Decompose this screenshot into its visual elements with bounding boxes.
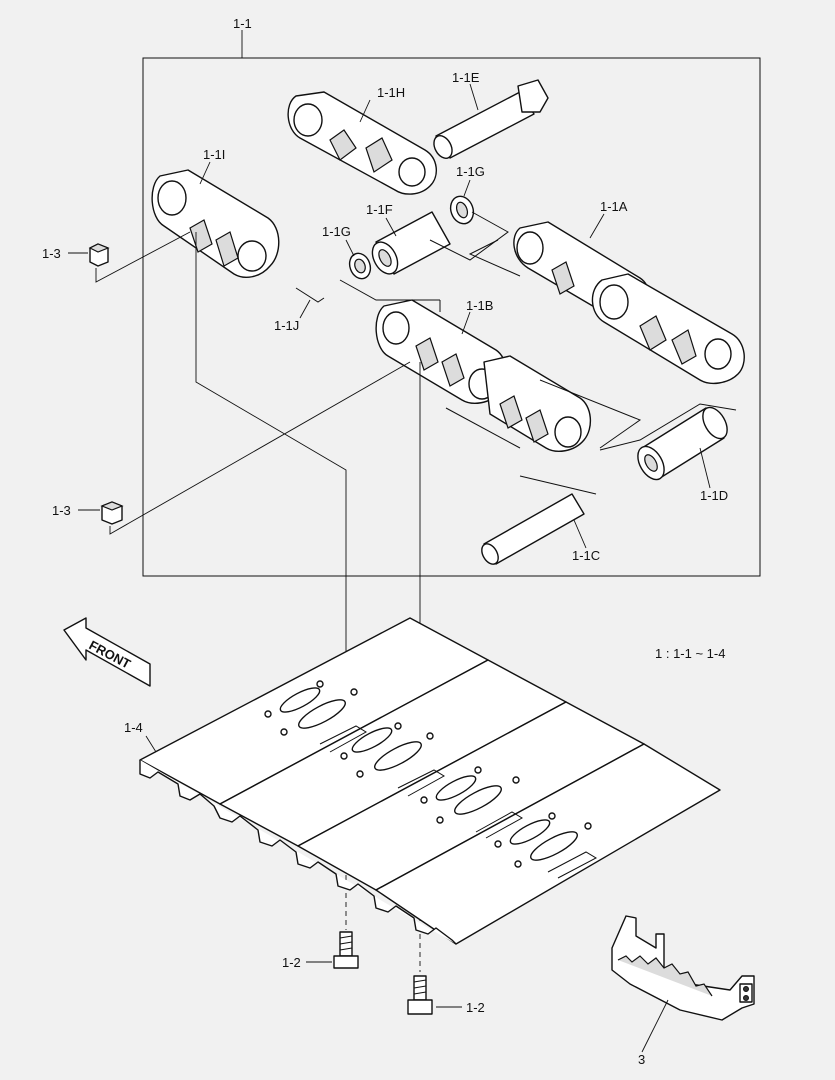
label-pin: 1-1C [572,548,600,563]
label-bolt-right: 1-2 [466,1000,485,1015]
label-seal-left: 1-1G [322,224,351,239]
nut-top[interactable] [88,243,110,267]
label-link-a: 1-1A [600,199,628,214]
seal-right[interactable] [447,193,477,227]
label-bushing: 1-1D [700,488,728,503]
label-group: 1-1 [233,16,252,31]
stopper-pin[interactable] [295,287,325,303]
bushing[interactable] [632,403,732,484]
label-stopper-pin: 1-1J [274,318,299,333]
label-master-pin: 1-1E [452,70,480,85]
seal-left[interactable] [346,250,374,281]
guard-bracket[interactable] [611,915,755,1021]
master-link-i[interactable] [151,169,280,278]
label-guard: 3 [638,1052,645,1067]
label-track-shoe: 1-4 [124,720,143,735]
track-shoe[interactable] [139,617,721,945]
label-seal-right: 1-1G [456,164,485,179]
label-nut-bottom: 1-3 [52,503,71,518]
master-link-h[interactable] [287,91,437,195]
master-pin[interactable] [430,79,549,161]
shoe-bolt-left[interactable] [333,931,359,969]
nut-bottom[interactable] [100,501,124,525]
link-assembly-b[interactable] [375,299,591,452]
scale-note: 1 : 1-1 ~ 1-4 [655,646,725,661]
track-pin[interactable] [478,493,585,567]
link-assembly-a[interactable] [513,221,745,385]
label-bolt-left: 1-2 [282,955,301,970]
label-master-bushing: 1-1F [366,202,393,217]
label-master-link-i: 1-1I [203,147,225,162]
front-arrow: FRONT [63,617,151,687]
master-bushing[interactable] [367,211,451,278]
label-link-b: 1-1B [466,298,493,313]
label-master-link-h: 1-1H [377,85,405,100]
assembly-frame [142,57,761,577]
label-nut-top: 1-3 [42,246,61,261]
shoe-bolt-right[interactable] [407,975,433,1015]
